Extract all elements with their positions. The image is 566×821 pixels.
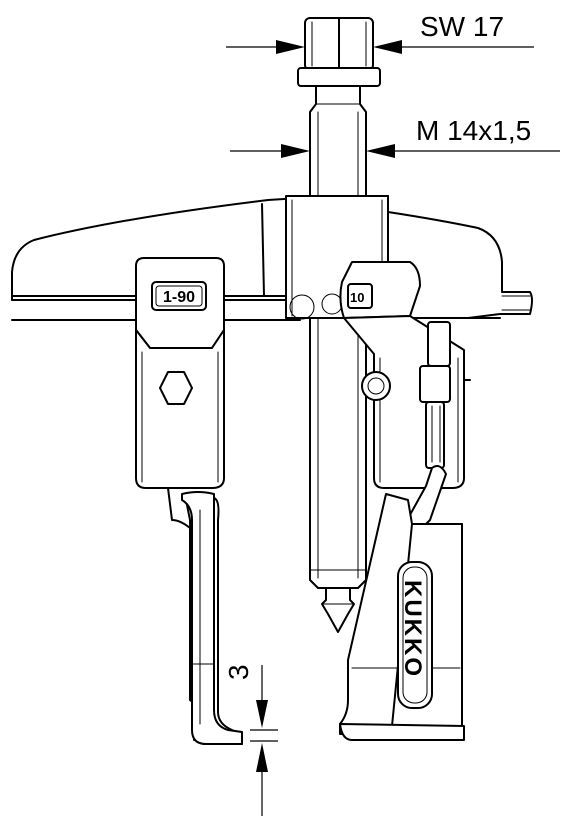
thread-dimension: M 14x1,5 xyxy=(230,115,560,158)
claw-depth-dimension: 3 xyxy=(223,664,278,816)
wrench-size-label: SW 17 xyxy=(420,11,504,42)
brand-label: KUKKO xyxy=(399,580,426,678)
spindle xyxy=(309,85,367,633)
thread-label: M 14x1,5 xyxy=(416,115,531,146)
crossbar xyxy=(11,195,533,321)
slider-badge: 10 xyxy=(350,290,364,305)
right-arm: 10 KUKKO xyxy=(339,261,471,741)
claw-depth-label: 3 xyxy=(223,664,254,680)
hex-head xyxy=(297,17,381,87)
left-arm: 1-90 xyxy=(135,257,243,745)
arm-badge: 1-90 xyxy=(163,289,195,306)
wrench-size-dimension: SW 17 xyxy=(226,11,534,54)
side-bolt-icon xyxy=(361,371,391,401)
hex-bolt-icon xyxy=(159,371,193,405)
